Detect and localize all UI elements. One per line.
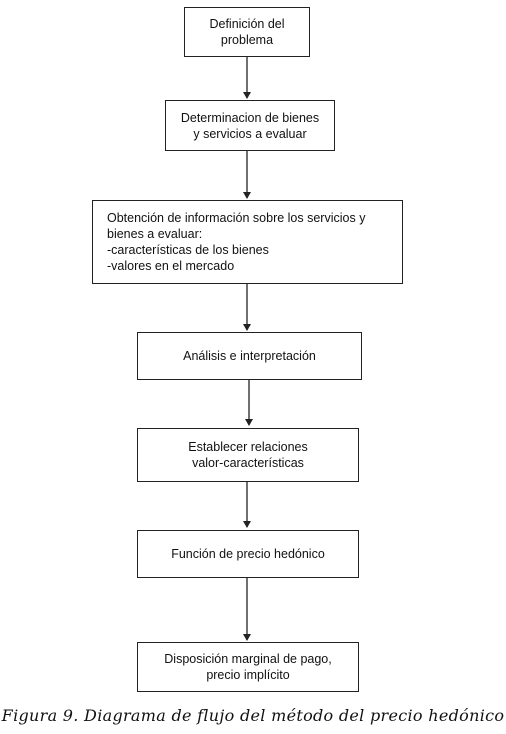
figure-caption: Figura 9. Diagrama de flujo del método d…	[1, 706, 505, 725]
step-relations-label: Establecer relaciones valor-característi…	[188, 440, 308, 470]
step-marginal-payment-label: Disposición marginal de pago, precio imp…	[164, 652, 332, 682]
step-definition-label: Definición del problema	[209, 17, 285, 47]
step-analysis-label: Análisis e interpretación	[183, 349, 316, 363]
step-analysis-box: Análisis e interpretación	[137, 332, 362, 380]
step-relations-box: Establecer relaciones valor-característi…	[137, 428, 359, 482]
step-determination-label: Determinacion de bienes y servicios a ev…	[180, 110, 320, 141]
step-hedonic-function-box: Función de precio hedónico	[137, 530, 359, 578]
step-determination-box: Determinacion de bienes y servicios a ev…	[165, 100, 335, 151]
step-information-box: Obtención de información sobre los servi…	[92, 200, 403, 284]
step-definition-box: Definición del problema	[184, 7, 310, 57]
step-information-label: Obtención de información sobre los servi…	[107, 211, 366, 273]
step-hedonic-function-label: Función de precio hedónico	[171, 547, 325, 561]
step-marginal-payment-box: Disposición marginal de pago, precio imp…	[137, 642, 359, 692]
